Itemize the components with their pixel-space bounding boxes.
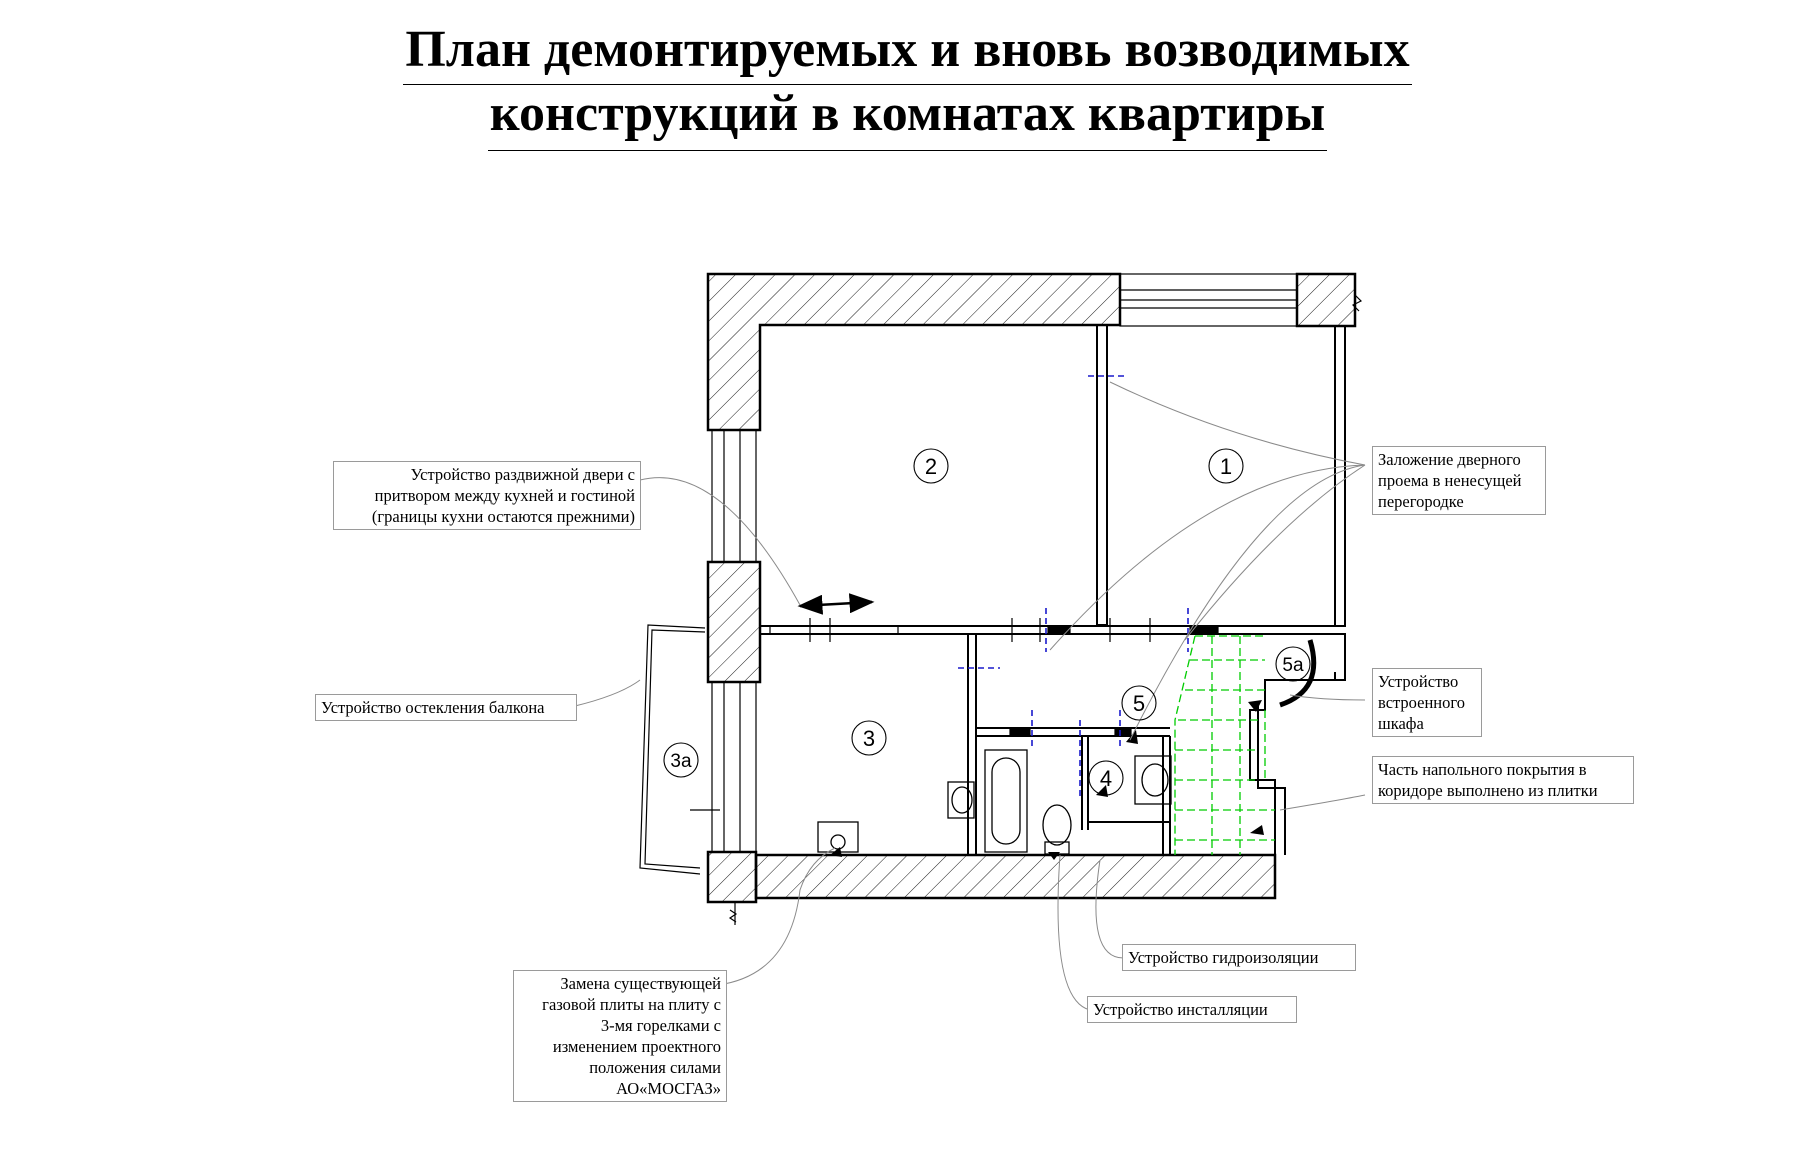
- demolition-marks: [958, 375, 1189, 800]
- built-in-wardrobe: [1279, 639, 1317, 708]
- left-windows: [711, 429, 757, 925]
- exterior-walls: [706, 272, 1357, 904]
- interior-walls: [760, 324, 1346, 855]
- arrows: [830, 700, 1264, 860]
- room-label-5: 5: [1133, 691, 1145, 716]
- page-title-line-1: План демонтируемых и вновь возводимых: [0, 20, 1815, 85]
- note-tile-floor: Часть напольного покрытия в коридоре вып…: [1372, 756, 1634, 804]
- sliding-door-arrow: [797, 593, 875, 615]
- top-window: [1119, 273, 1363, 327]
- note-waterproofing: Устройство гидроизоляции: [1122, 944, 1356, 971]
- room-labels: [663, 448, 1311, 796]
- note-gas-stove: Замена существующей газовой плиты на пли…: [513, 970, 727, 1102]
- room-label-5a: 5a: [1282, 655, 1304, 676]
- room-label-2: 2: [925, 454, 937, 479]
- room-label-3: 3: [863, 726, 875, 751]
- leader-lines: [574, 381, 1366, 1011]
- door-openings: [769, 618, 1219, 737]
- tile-floor-grid: [1174, 635, 1275, 855]
- washbasins: [947, 755, 1172, 819]
- page-title-line-2: конструкций в комнатах квартиры: [0, 84, 1815, 151]
- room-label-4: 4: [1100, 766, 1112, 791]
- note-installation: Устройство инсталляции: [1087, 996, 1297, 1023]
- balcony-glazing: [639, 624, 720, 875]
- note-door-closing: Заложение дверного проема в ненесущей пе…: [1372, 446, 1546, 515]
- note-balcony-glazing: Устройство остекления балкона: [315, 694, 577, 721]
- room-label-1: 1: [1220, 454, 1232, 479]
- room-label-3a: 3a: [670, 751, 692, 772]
- bathtub: [984, 749, 1028, 853]
- toilet: [1042, 804, 1072, 855]
- note-built-in-wardrobe: Устройство встроенного шкафа: [1372, 668, 1482, 737]
- note-sliding-door: Устройство раздвижной двери с притвором …: [333, 461, 641, 530]
- gas-stove: [817, 821, 859, 853]
